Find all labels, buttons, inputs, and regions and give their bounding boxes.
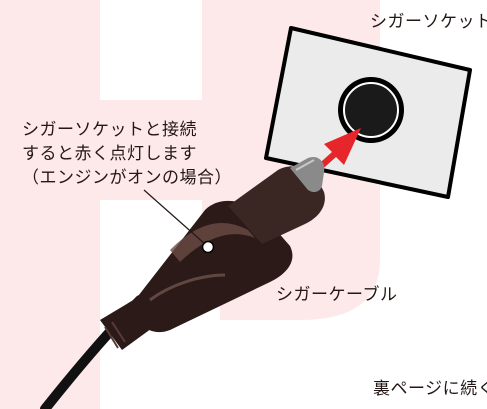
socket-plate [264, 26, 472, 199]
led-note-line-2: すると赤く点灯します [22, 144, 197, 164]
led-indicator [201, 240, 215, 254]
cigar-plug [100, 156, 325, 350]
led-note-line-3: （エンジンがオンの場合） [22, 168, 232, 188]
cable-label: シガーケーブル [276, 285, 398, 305]
led-note: シガーソケットと接続 すると赤く点灯します （エンジンがオンの場合） [22, 118, 232, 190]
led-note-line-1: シガーソケットと接続 [22, 120, 197, 140]
continue-label: 裏ページに続く [373, 379, 487, 399]
leader-line [143, 189, 206, 245]
socket-label: シガーソケット [370, 12, 487, 32]
